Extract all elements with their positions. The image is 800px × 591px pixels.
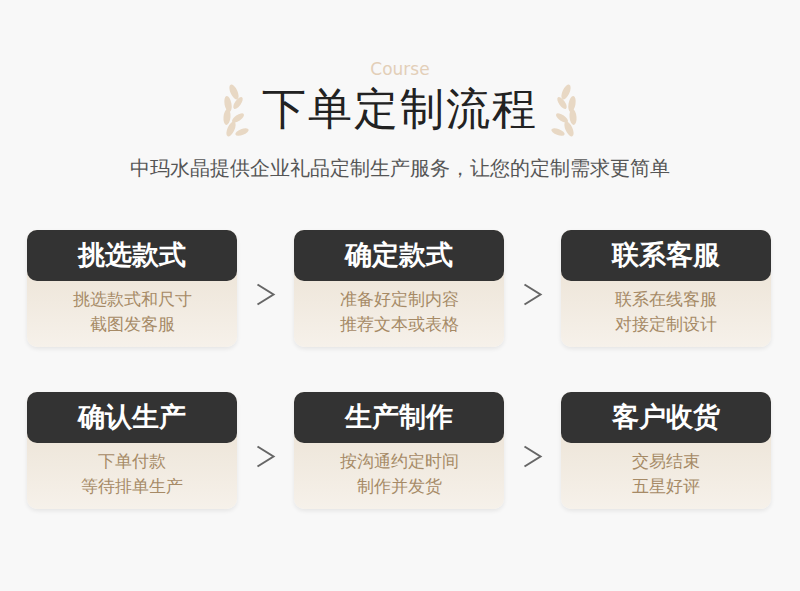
process-box: 挑选款式挑选款式和尺寸 截图发客服 xyxy=(27,230,237,347)
process-box-body: 确定款式准备好定制内容 推荐文本或表格 xyxy=(294,230,504,347)
arrow-head xyxy=(525,447,541,467)
process-heading: 客户收货 xyxy=(561,392,771,443)
flow-arrow xyxy=(258,447,274,467)
process-description: 按沟通约定时间 制作并发货 xyxy=(340,449,459,499)
laurel-right xyxy=(550,83,577,137)
process-heading: 挑选款式 xyxy=(27,230,237,281)
process-description: 准备好定制内容 推荐文本或表格 xyxy=(340,287,459,337)
arrow-head xyxy=(258,447,274,467)
process-box-body: 客户收货交易结束 五星好评 xyxy=(561,392,771,509)
process-box-body: 挑选款式挑选款式和尺寸 截图发客服 xyxy=(27,230,237,347)
process-box: 联系客服联系在线客服 对接定制设计 xyxy=(561,230,771,347)
arrow-head xyxy=(258,285,274,305)
process-heading: 生产制作 xyxy=(294,392,504,443)
process-description: 下单付款 等待排单生产 xyxy=(81,449,183,499)
subtitle: 中玛水晶提供企业礼品定制生产服务，让您的定制需求更简单 xyxy=(0,155,800,182)
flow-arrow xyxy=(525,447,541,467)
process-description: 挑选款式和尺寸 截图发客服 xyxy=(73,287,192,337)
overline-label: Course xyxy=(0,59,800,79)
process-box-body: 联系客服联系在线客服 对接定制设计 xyxy=(561,230,771,347)
flow-arrow xyxy=(258,285,274,305)
process-box: 客户收货交易结束 五星好评 xyxy=(561,392,771,509)
process-box-body: 确认生产下单付款 等待排单生产 xyxy=(27,392,237,509)
flow-arrow xyxy=(525,285,541,305)
process-box: 生产制作按沟通约定时间 制作并发货 xyxy=(294,392,504,509)
laurel-left xyxy=(223,83,250,137)
process-heading: 确认生产 xyxy=(27,392,237,443)
process-box-body: 生产制作按沟通约定时间 制作并发货 xyxy=(294,392,504,509)
arrow-head xyxy=(525,285,541,305)
process-box: 确定款式准备好定制内容 推荐文本或表格 xyxy=(294,230,504,347)
process-description: 交易结束 五星好评 xyxy=(632,449,700,499)
process-box: 确认生产下单付款 等待排单生产 xyxy=(27,392,237,509)
title: 下单定制流程 xyxy=(0,80,800,139)
process-heading: 确定款式 xyxy=(294,230,504,281)
process-heading: 联系客服 xyxy=(561,230,771,281)
process-description: 联系在线客服 对接定制设计 xyxy=(615,287,717,337)
